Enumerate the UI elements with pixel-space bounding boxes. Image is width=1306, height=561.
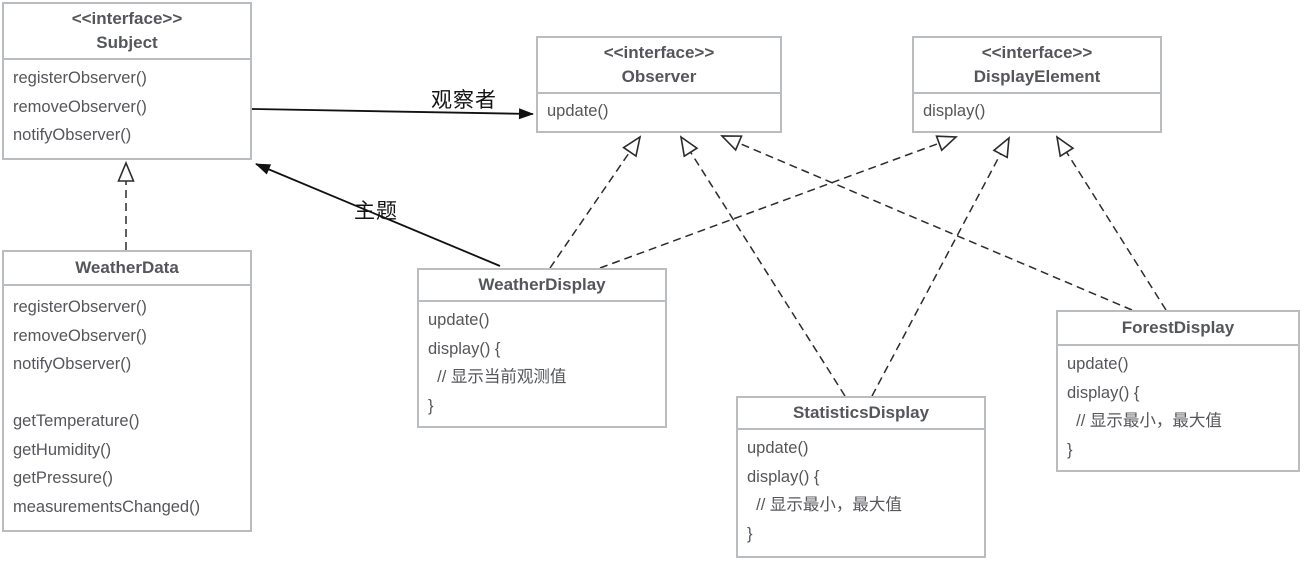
method-row: display() { — [1067, 383, 1140, 402]
method-row: } — [1067, 440, 1073, 459]
comment-row: // 显示最小，最大值 — [747, 496, 902, 514]
class-members: display() — [914, 94, 1160, 126]
realization-weatherdisplay-observer — [549, 135, 642, 269]
method-row: update() — [428, 311, 490, 329]
class-name: StatisticsDisplay — [792, 403, 930, 422]
method-row-spacer — [13, 379, 242, 408]
class-header: WeatherDisplay — [419, 270, 665, 302]
method-row: getPressure() — [13, 469, 113, 487]
class-name: Subject — [96, 33, 158, 52]
class-header: WeatherData — [4, 252, 250, 286]
class-header: <<interface>> Observer — [538, 38, 780, 94]
class-members: update() display() { // 显示最小，最大值 } — [1058, 346, 1298, 464]
edge-label-subject: 主题 — [354, 200, 398, 223]
class-box-weatherdisplay: WeatherDisplay update() display() { // 显… — [417, 268, 667, 428]
method-row: update() — [547, 102, 609, 120]
method-row: notifyObserver() — [13, 126, 132, 144]
class-members: registerObserver() removeObserver() noti… — [4, 60, 250, 150]
method-row: display() { — [747, 467, 820, 486]
method-row: display() — [923, 102, 986, 120]
class-header: <<interface>> DisplayElement — [914, 38, 1160, 94]
method-row: getTemperature() — [13, 412, 140, 430]
class-name: WeatherData — [75, 258, 179, 277]
realization-weatherdisplay-displayelement — [599, 135, 958, 269]
realization-forestdisplay-displayelement — [1055, 135, 1167, 311]
method-row: } — [747, 524, 753, 543]
class-box-observer: <<interface>> Observer update() — [536, 36, 782, 133]
class-header: ForestDisplay — [1058, 312, 1298, 346]
class-members: update() — [538, 94, 780, 126]
method-row: update() — [1067, 355, 1129, 373]
edge-label-observer: 观察者 — [431, 89, 497, 112]
class-box-statisticsdisplay: StatisticsDisplay update() display() { /… — [736, 396, 986, 558]
class-box-forestdisplay: ForestDisplay update() display() { // 显示… — [1056, 310, 1300, 472]
stereotype-label: <<interface>> — [71, 9, 183, 28]
association-subject-observer — [251, 108, 534, 120]
method-row: registerObserver() — [13, 298, 147, 316]
class-members: update() display() { // 显示最小，最大值 } — [738, 430, 984, 548]
realization-forestdisplay-observer — [720, 135, 1133, 311]
class-name: Observer — [621, 67, 697, 86]
class-name: ForestDisplay — [1121, 318, 1235, 337]
class-name: WeatherDisplay — [478, 275, 606, 294]
class-box-displayelement: <<interface>> DisplayElement display() — [912, 36, 1162, 133]
method-row: removeObserver() — [13, 97, 147, 116]
class-members: registerObserver() removeObserver() noti… — [4, 286, 250, 521]
method-row: update() — [747, 439, 809, 457]
realization-statisticsdisplay-observer — [679, 135, 846, 397]
class-name: DisplayElement — [973, 67, 1101, 86]
association-weatherdisplay-subject — [255, 163, 501, 267]
stereotype-label: <<interface>> — [603, 43, 715, 62]
method-row: removeObserver() — [13, 326, 147, 345]
method-row: registerObserver() — [13, 69, 147, 87]
stereotype-label: <<interface>> — [981, 43, 1093, 62]
method-row: getHumidity() — [13, 440, 112, 459]
class-header: <<interface>> Subject — [4, 4, 250, 60]
class-members: update() display() { // 显示当前观测值 } — [419, 302, 665, 420]
method-row: measurementsChanged() — [13, 497, 201, 516]
comment-row: // 显示最小，最大值 — [1067, 412, 1222, 430]
method-row: notifyObserver() — [13, 355, 132, 373]
class-box-weatherdata: WeatherData registerObserver() removeObs… — [2, 250, 252, 532]
realization-statisticsdisplay-displayelement — [871, 136, 1010, 397]
class-header: StatisticsDisplay — [738, 398, 984, 430]
method-row: } — [428, 396, 434, 415]
method-row: display() { — [428, 339, 501, 358]
comment-row: // 显示当前观测值 — [428, 368, 567, 386]
class-box-subject: <<interface>> Subject registerObserver()… — [2, 2, 252, 160]
